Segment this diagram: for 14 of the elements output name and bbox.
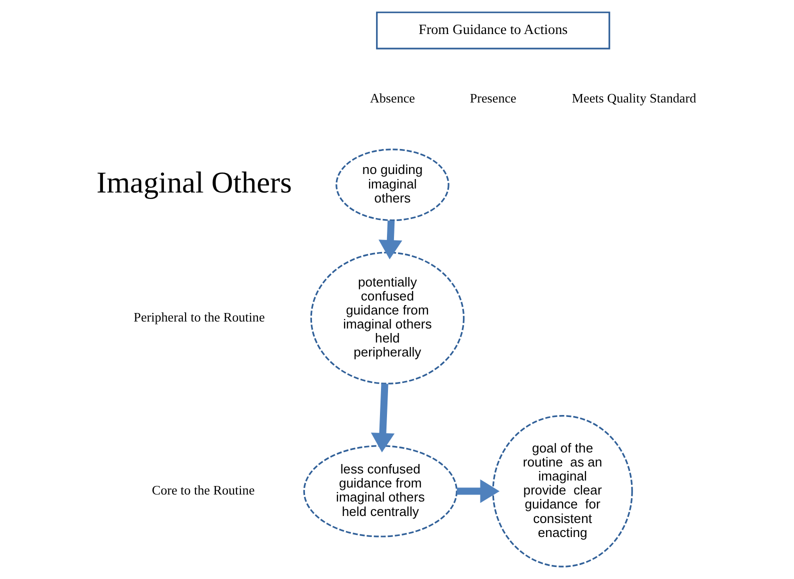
arrow <box>378 220 402 260</box>
label: Core to the Routine <box>152 482 255 498</box>
node-ellipse: potentially confused guidance from imaginal others held peripherally <box>310 252 465 384</box>
node-ellipse: less confused guidance from imaginal others held centrally <box>303 445 458 538</box>
node-ellipse: no guiding imaginal others <box>336 148 450 222</box>
label: Meets Quality Standard <box>572 90 696 106</box>
label: Peripheral to the Routine <box>134 310 265 325</box>
label: Imaginal Others <box>96 165 292 200</box>
node-box: From Guidance to Actions <box>376 12 610 50</box>
label: Absence <box>370 90 415 106</box>
arrow <box>370 384 395 452</box>
node-circle: goal of the routine as an imaginal provide clear guidance for consistent enacting <box>492 415 633 568</box>
arrow <box>456 479 500 504</box>
label: Presence <box>470 90 516 106</box>
